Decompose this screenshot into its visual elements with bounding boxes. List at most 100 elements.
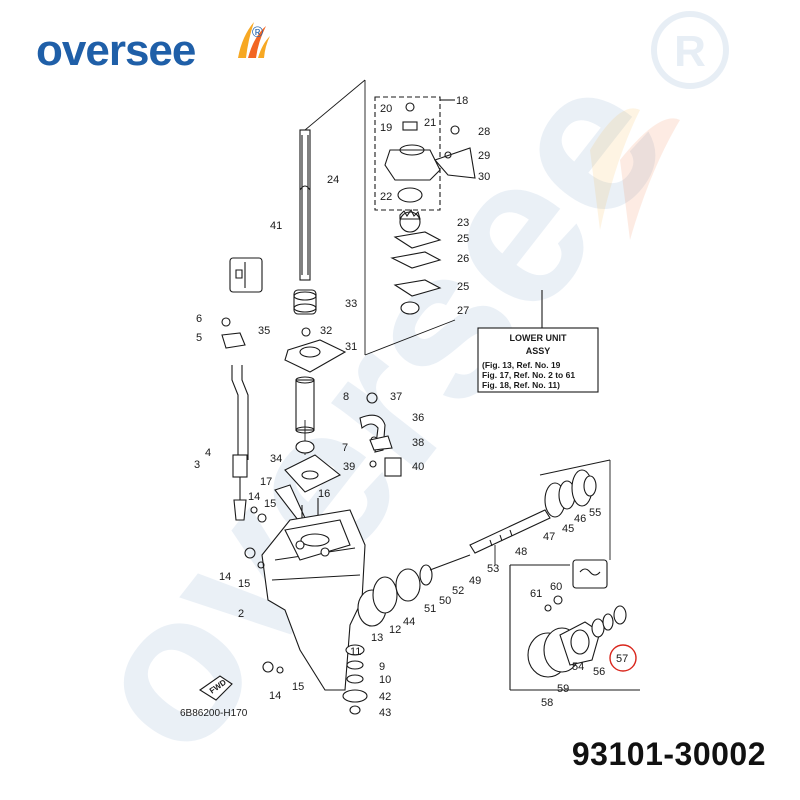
callout-label: 37: [390, 391, 402, 403]
callout-label: 13: [371, 632, 383, 644]
callout-label: 26: [457, 253, 469, 265]
callout-label: 2: [238, 608, 244, 620]
drive-shaft: [293, 129, 317, 434]
callout-label: 12: [389, 624, 401, 636]
callout-label: 38: [412, 437, 424, 449]
highlighted-callout-label: 57: [616, 653, 628, 665]
callout-label: 31: [345, 341, 357, 353]
drawing-code: 6B86200-H170: [180, 708, 248, 719]
callout-label: 20: [380, 103, 392, 115]
callout-label: 35: [258, 325, 270, 337]
callout-label: 43: [379, 707, 391, 719]
callout-label: 48: [515, 546, 527, 558]
callout-label: 42: [379, 691, 391, 703]
callout-label: 6: [196, 313, 202, 325]
callout-label: 61: [530, 588, 542, 600]
assy-ref-line: Fig. 18, Ref. No. 11): [482, 380, 560, 390]
callout-label: 33: [345, 298, 357, 310]
callout-label: 32: [320, 325, 332, 337]
fwd-direction-arrow-icon: [199, 675, 233, 701]
callout-label: 14: [219, 571, 231, 583]
highlight-circle: [609, 644, 637, 672]
propeller-shaft: [469, 509, 551, 554]
callout-label: 9: [379, 661, 385, 673]
callout-label: 51: [424, 603, 436, 615]
flame-icon: [238, 22, 270, 58]
reverse-gear-set: [544, 469, 597, 518]
pinion-stack: [342, 644, 368, 715]
callout-label: 29: [478, 150, 490, 162]
callout-label: 36: [412, 412, 424, 424]
callout-label: 16: [318, 488, 330, 500]
callout-label: 58: [541, 697, 553, 709]
registered-mark: ®: [252, 24, 264, 41]
callout-label: 15: [238, 578, 250, 590]
callout-label: 18: [456, 95, 468, 107]
callout-label: 54: [572, 661, 584, 673]
callout-label: 46: [574, 513, 586, 525]
sealant-symbol-icon: [229, 257, 263, 293]
callout-label: 21: [424, 117, 436, 129]
callout-label: 41: [270, 220, 282, 232]
part-number: 93101-30002: [571, 736, 766, 772]
callout-label: 39: [343, 461, 355, 473]
brand-name: oversee: [36, 26, 196, 75]
housing-group: [509, 559, 640, 691]
callout-labels: 18 20 19 21 28 29 30 22 23 25 26 25 27 2…: [194, 95, 628, 719]
oil-seal-housing: [274, 327, 347, 535]
assy-ref-line: (Fig. 13, Ref. No. 19: [482, 360, 561, 370]
callout-label: 7: [342, 442, 348, 454]
callout-label: 14: [248, 491, 260, 503]
callout-label: 55: [589, 507, 601, 519]
callout-label: 34: [270, 453, 282, 465]
callout-label: 59: [557, 683, 569, 695]
watermark-registered-icon: R: [651, 11, 729, 89]
callout-label: 25: [457, 281, 469, 293]
callout-label: 50: [439, 595, 451, 607]
callout-label: 23: [457, 217, 469, 229]
water-pump-group: [374, 96, 476, 315]
callout-label: 60: [550, 581, 562, 593]
callout-label: 24: [327, 174, 339, 186]
callout-label: 27: [457, 305, 469, 317]
callout-label: 11: [350, 646, 361, 658]
callout-label: 3: [194, 459, 200, 471]
assy-title-line1: LOWER UNIT: [510, 333, 567, 343]
water-tube: [359, 392, 402, 477]
brand-logo: oversee ®: [36, 22, 270, 76]
callout-label: 8: [343, 391, 349, 403]
callout-label: 52: [452, 585, 464, 597]
callout-label: 53: [487, 563, 499, 575]
callout-label: 44: [403, 616, 415, 628]
assy-ref-line: Fig. 17, Ref. No. 2 to 61: [482, 370, 575, 380]
callout-label: 17: [260, 476, 272, 488]
forward-gear-set: [357, 554, 471, 627]
callout-label: 40: [412, 461, 424, 473]
assy-title-line2: ASSY: [526, 346, 551, 356]
callout-label: 49: [469, 575, 481, 587]
assembly-box-text: LOWER UNIT ASSY (Fig. 13, Ref. No. 19 Fi…: [482, 333, 575, 390]
callout-label: 22: [380, 191, 392, 203]
callout-label: 15: [264, 498, 276, 510]
leader-lines: [304, 79, 611, 565]
callout-label: 28: [478, 126, 490, 138]
callout-label: 25: [457, 233, 469, 245]
watermark-flame-icon: [590, 108, 680, 240]
callout-label: 45: [562, 523, 574, 535]
callout-label: 47: [543, 531, 555, 543]
lower-casing: [261, 509, 366, 691]
callout-label: 10: [379, 674, 391, 686]
callout-label: 4: [205, 447, 211, 459]
callout-label: 19: [380, 122, 392, 134]
callout-label: 15: [292, 681, 304, 693]
callout-label: 5: [196, 332, 202, 344]
svg-text:R: R: [674, 27, 706, 76]
bolts: [244, 506, 284, 674]
callout-label: 30: [478, 171, 490, 183]
callout-label: 56: [593, 666, 605, 678]
shift-rod: [221, 317, 249, 521]
callout-label: 14: [269, 690, 281, 702]
